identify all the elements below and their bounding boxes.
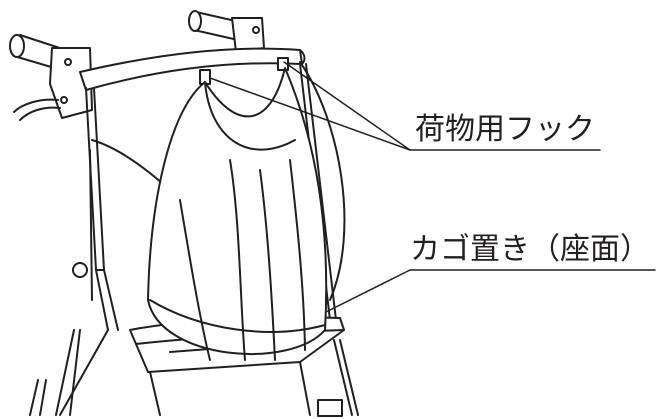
leader-lines <box>209 61 656 313</box>
handle-bar <box>79 47 303 91</box>
wheel-left <box>72 262 88 278</box>
basket-bag <box>147 67 328 361</box>
left-handle-grip <box>9 34 93 119</box>
brake-lever <box>13 98 61 121</box>
basket-seat-label: カゴ置き（座面） <box>410 232 650 267</box>
right-handle-grip <box>188 10 265 53</box>
luggage-hook-label: 荷物用フック <box>415 112 595 147</box>
left-frame <box>29 87 119 416</box>
foot-rest <box>317 399 343 417</box>
